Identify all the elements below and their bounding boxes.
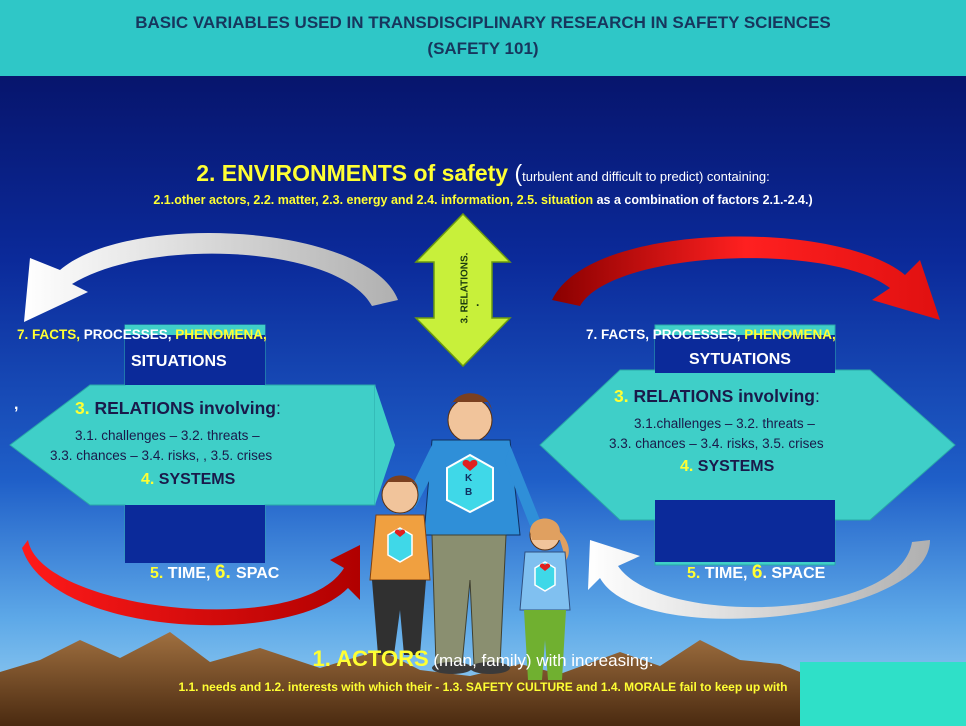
right-relations-line-2: 3.3. chances – 3.4. risks, 3.5. crises [609,436,824,451]
left-relations-colon: : [275,398,281,418]
right-space-num: 6 [751,562,763,583]
center-double-arrow [414,212,512,368]
right-relations-label: RELATIONS involving [633,386,815,406]
left-relations-line-2: 3.3. chances – 3.4. risks, , 3.5. crises [50,448,273,463]
right-relations-line-1: 3.1.challenges – 3.2. threats – [634,416,815,431]
right-systems: 4. SYSTEMS [680,458,774,476]
left-systems-num: 4. [141,471,159,488]
right-facts-white-1: 7. FACTS, [586,327,653,342]
left-relations-line-1: 3.1. challenges – 3.2. threats – [75,428,260,443]
center-arrow-label: 3. RELATIONS. [459,252,471,324]
title-bar [0,0,966,76]
mint-glow [800,662,966,726]
left-relations-heading: 3. RELATIONS involving: [75,398,281,419]
left-facts-white: PROCESSES, [83,327,176,342]
actors-label: 1. ACTORS [312,646,429,671]
right-relations-heading: 3. RELATIONS involving: [614,386,820,407]
center-arrow-text: 3. RELATIONS. [459,252,471,324]
environments-items-yellow: 2.1.other actors, 2.2. matter, 2.3. ener… [153,193,594,207]
left-comma: , [14,396,19,413]
title-line-2: (SAFETY 101) [427,39,539,58]
left-upper-box [125,335,265,385]
environments-label: 2. ENVIRONMENTS of safety [196,160,509,186]
actors-heading: 1. ACTORS (man, family) with increasing: [0,646,966,672]
actors-line: 1.1. needs and 1.2. interests with which… [178,680,788,694]
environments-note: turbulent and difficult to predict) cont… [522,169,770,184]
left-systems-label: SYSTEMS [158,471,236,488]
left-relations-num: 3. [75,398,95,418]
environments-items: 2.1.other actors, 2.2. matter, 2.3. ener… [0,193,966,207]
environments-heading: 2. ENVIRONMENTS of safety (turbulent and… [0,160,966,187]
left-situations: SITUATIONS [131,353,227,370]
left-facts-yellow-2: PHENOMENA, [175,327,267,342]
left-relations-label: RELATIONS involving [94,398,276,418]
shirt-letter-k: K [465,473,473,484]
right-time-space: 5. TIME, 6. SPACE [687,562,825,584]
mountains [0,632,800,726]
left-time-label: TIME, [167,565,215,582]
right-space-label: . SPACE [762,565,826,582]
left-systems: 4. SYSTEMS [141,471,235,489]
left-time-num: 5. [150,565,168,582]
curved-arrow-top-left [24,232,398,322]
right-facts-white-2: PROCESSES, [652,327,745,342]
right-time-label: TIME, [704,565,752,582]
right-facts-line: 7. FACTS, PROCESSES, PHENOMENA, [586,327,836,342]
left-space-label: SPAC [236,565,280,582]
left-right-point [375,385,395,505]
family-figures [369,393,571,680]
right-systems-label: SYSTEMS [697,458,775,475]
right-facts-yellow-2: PHENOMENA, [744,327,836,342]
right-systems-num: 4. [680,458,698,475]
left-lower-box [125,505,265,563]
right-time-num: 5. [687,565,705,582]
shirt-letter-b: B [465,487,473,498]
center-arrow-dot: . [476,295,480,309]
slide-title: BASIC VARIABLES USED IN TRANSDISCIPLINAR… [0,10,966,62]
right-lower-box [655,500,835,562]
environments-paren: ( [508,160,523,186]
curved-arrow-bottom-left [22,540,360,626]
right-situations: SYTUATIONS [689,351,791,368]
right-cross-arrow [539,324,956,566]
curved-arrow-top-right [552,236,940,320]
environments-items-white: as a combination of factors 2.1.-2.4.) [593,193,813,207]
left-facts-yellow-1: 7. FACTS, [17,327,84,342]
right-relations-num: 3. [614,386,634,406]
left-facts-line: 7. FACTS, PROCESSES, PHENOMENA, [17,327,267,342]
left-time-space: 5. TIME, 6. SPAC [150,562,279,584]
actors-note: (man, family) with increasing: [428,651,654,670]
title-line-1: BASIC VARIABLES USED IN TRANSDISCIPLINAR… [135,13,831,32]
right-relations-colon: : [814,386,820,406]
left-space-num: 6. [214,562,237,583]
right-upper-box [655,335,835,373]
curved-arrow-bottom-right [588,540,930,619]
